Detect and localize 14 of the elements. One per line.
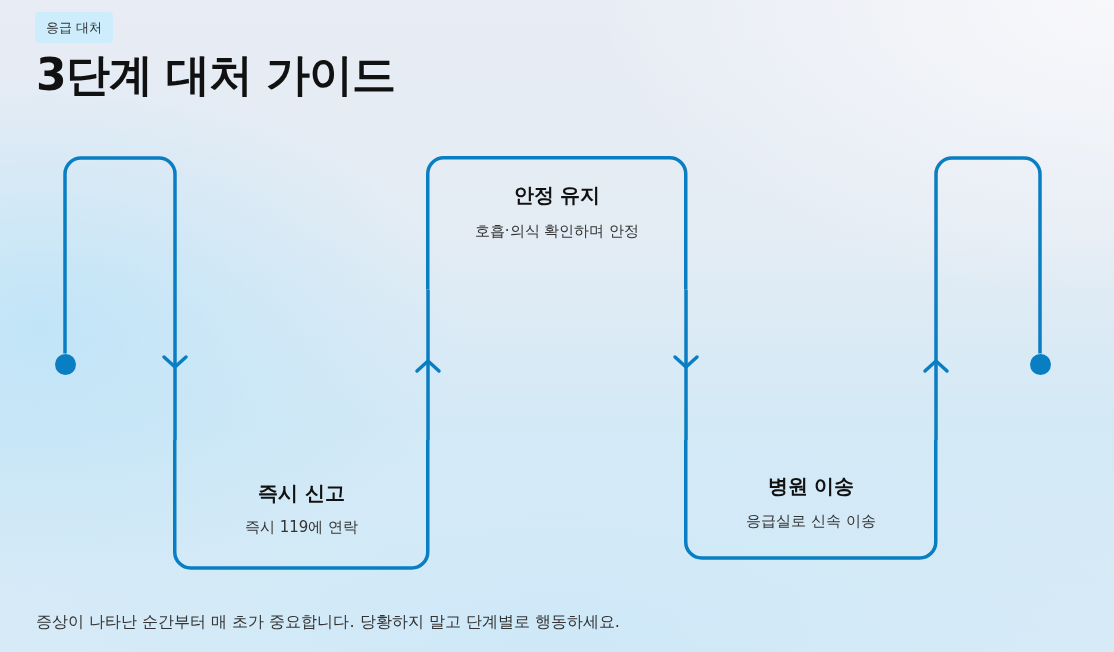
step-description: 응급실로 신속 이송 <box>746 513 876 529</box>
endpoint-dot <box>1029 353 1051 375</box>
step-frame <box>684 440 938 560</box>
step-frame <box>426 156 688 290</box>
footer-note: 증상이 나타난 순간부터 매 초가 중요합니다. 당황하지 말고 단계별로 행동하세요. <box>36 614 620 630</box>
step-description: 즉시 119에 연락 <box>244 519 359 535</box>
diagram-title: 3단계 대처 가이드 <box>36 53 396 97</box>
endpoint-dot <box>54 353 76 375</box>
step-title: 즉시 신고 <box>258 483 345 503</box>
step-title: 병원 이송 <box>767 476 855 496</box>
category-tag: 응급 대처 <box>35 12 114 43</box>
step-description: 호흡·의식 확인하며 안정 <box>474 223 640 239</box>
step-frame <box>173 440 430 570</box>
step-title: 안정 유지 <box>513 185 601 205</box>
